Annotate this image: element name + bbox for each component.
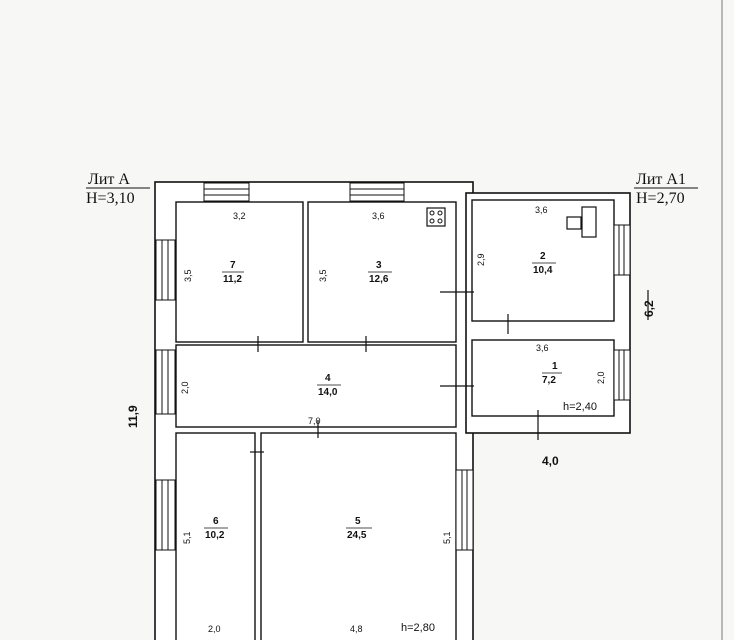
room-5-area: 24,5 xyxy=(347,530,367,541)
room-4-number: 4 xyxy=(325,373,331,384)
room-4-area: 14,0 xyxy=(318,387,338,398)
room-1-dim-side: 2,0 xyxy=(596,371,606,384)
h-a-label: Н=3,10 xyxy=(86,190,135,207)
room-4 xyxy=(175,344,457,428)
room-6-dim-top: 2,0 xyxy=(208,624,221,634)
room-3-dim-top: 3,6 xyxy=(372,211,385,221)
room-2-number: 2 xyxy=(540,251,546,262)
door-marks xyxy=(250,290,649,453)
boiler-icon xyxy=(566,206,597,238)
room-1-area: 7,2 xyxy=(542,375,556,386)
room-2-area: 10,4 xyxy=(533,265,553,276)
room-7-number: 7 xyxy=(230,260,236,271)
room-4-dim-top: 7,0 xyxy=(308,416,321,426)
a1-width-dim: 4,0 xyxy=(542,454,559,468)
room-7-dim-top: 3,2 xyxy=(233,211,246,221)
room-3-dim-side: 3,5 xyxy=(318,269,328,282)
room-5-dim-side: 5,1 xyxy=(442,531,452,544)
room-7-area: 11,2 xyxy=(223,274,242,285)
room-6 xyxy=(175,432,256,640)
lit-a1-label: Лит А1 xyxy=(636,171,686,188)
room-6-dim-side: 5,1 xyxy=(182,531,192,544)
room-5 xyxy=(260,432,457,640)
room-1-dim-top: 3,6 xyxy=(536,343,549,353)
lit-a-label: Лит А xyxy=(88,171,130,188)
room-6-area: 10,2 xyxy=(205,530,225,541)
a1-height-dim: 6,2 xyxy=(642,300,656,317)
room-4-dim-side: 2,0 xyxy=(180,381,190,394)
room-7-dim-side: 3,5 xyxy=(183,269,193,282)
room-2-dim-top: 3,6 xyxy=(535,205,548,215)
room-1-number: 1 xyxy=(552,361,558,372)
stove-icon xyxy=(426,207,446,227)
overall-height-dim: 11,9 xyxy=(126,405,140,428)
room-1 xyxy=(471,339,615,417)
room-5-dim-top: 4,8 xyxy=(350,624,363,634)
room-5-number: 5 xyxy=(355,516,361,527)
windows xyxy=(155,182,631,551)
room-1-height: h=2,40 xyxy=(563,401,597,413)
room-5-height: h=2,80 xyxy=(401,622,435,634)
room-6-number: 6 xyxy=(213,516,219,527)
room-2-dim-side: 2,9 xyxy=(476,253,486,266)
room-3-area: 12,6 xyxy=(369,274,389,285)
rooms xyxy=(175,199,615,640)
room-3-number: 3 xyxy=(376,260,382,271)
h-a1-label: Н=2,70 xyxy=(636,190,685,207)
